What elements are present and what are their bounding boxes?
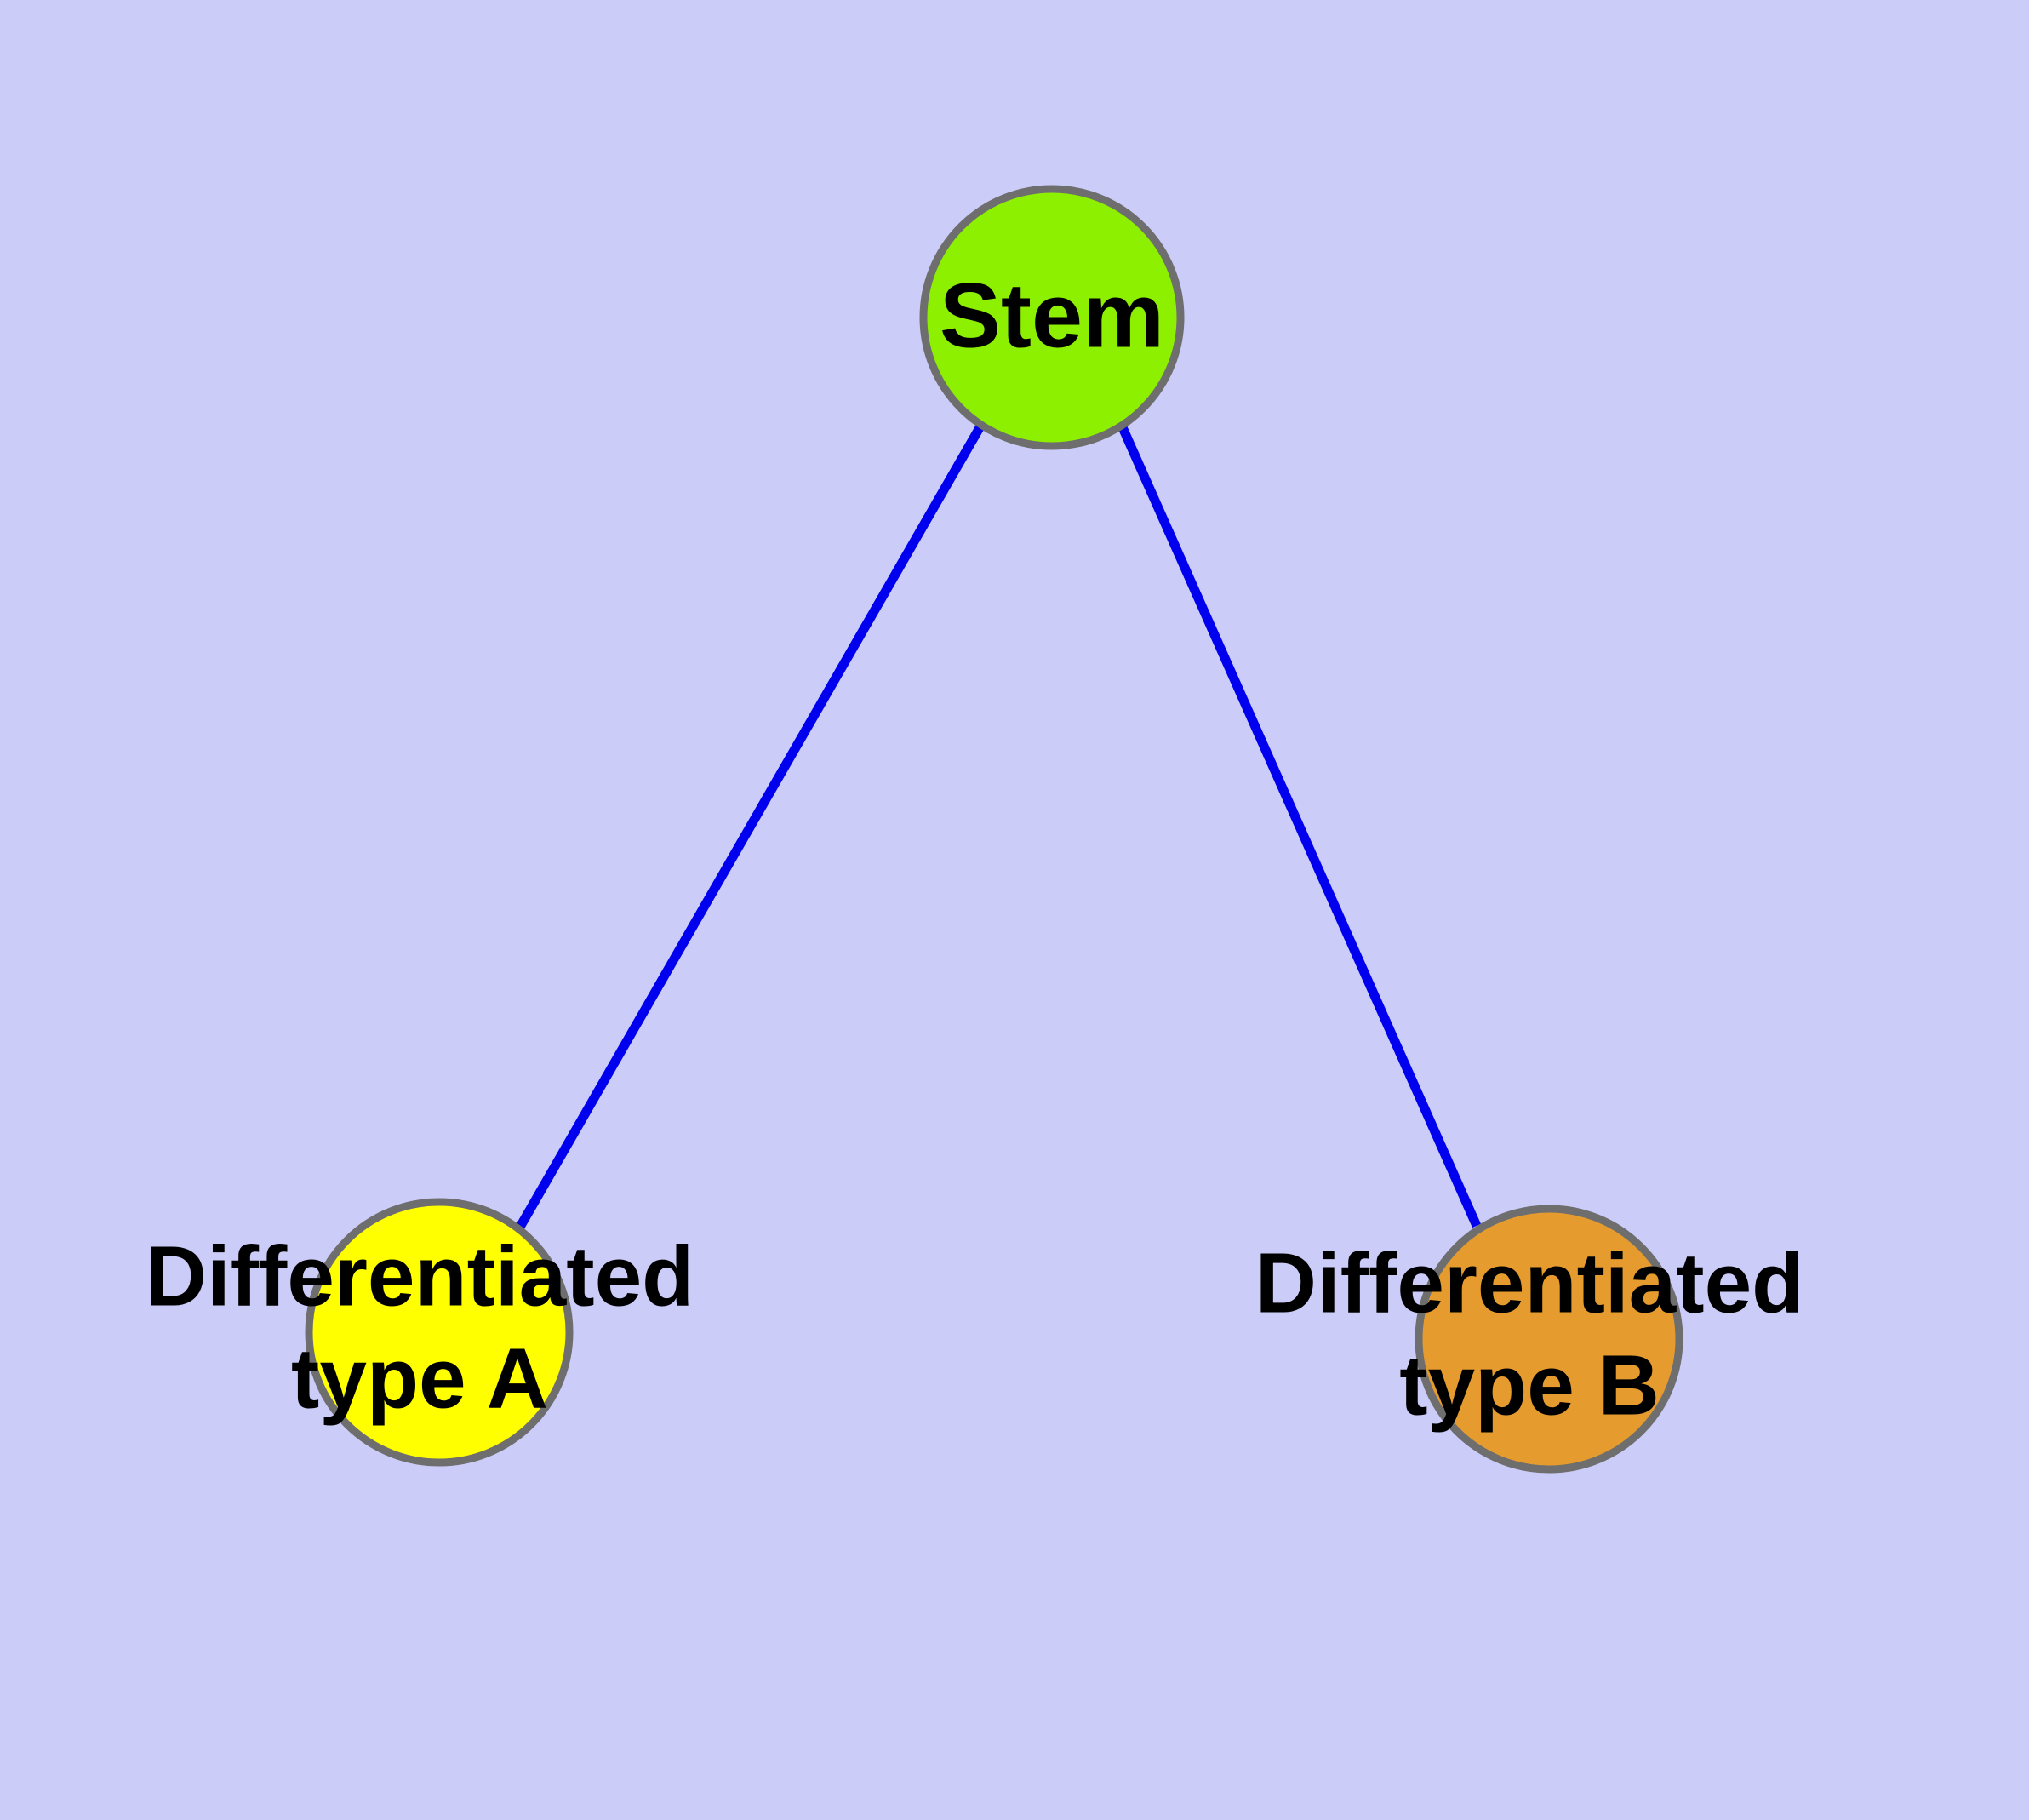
node-label-differentiated-type-b-line1: Differentiated [1255, 1235, 1804, 1331]
edge-group [515, 422, 1482, 1231]
node-circle-differentiated-type-b[interactable] [1415, 1205, 1683, 1474]
node-stem[interactable] [919, 185, 1185, 450]
node-differentiated-type-b[interactable] [1415, 1205, 1683, 1474]
node-label-stem: Stem [940, 264, 1164, 367]
node-group [305, 185, 1683, 1474]
node-circle-stem[interactable] [919, 185, 1185, 450]
node-label-differentiated-type-b-line2: type B [1399, 1337, 1660, 1433]
node-circle-differentiated-type-a[interactable] [305, 1198, 574, 1467]
edge-stem-to-differentiated-type-a[interactable] [515, 422, 986, 1231]
label-group: Stem Differentiated type A Differentiate… [146, 264, 1804, 1434]
edge-stem-to-differentiated-type-b[interactable] [1117, 423, 1482, 1228]
node-differentiated-type-a[interactable] [305, 1198, 574, 1467]
node-label-differentiated-type-a-line1: Differentiated [146, 1228, 694, 1324]
node-label-differentiated-type-a-line2: type A [291, 1331, 548, 1426]
